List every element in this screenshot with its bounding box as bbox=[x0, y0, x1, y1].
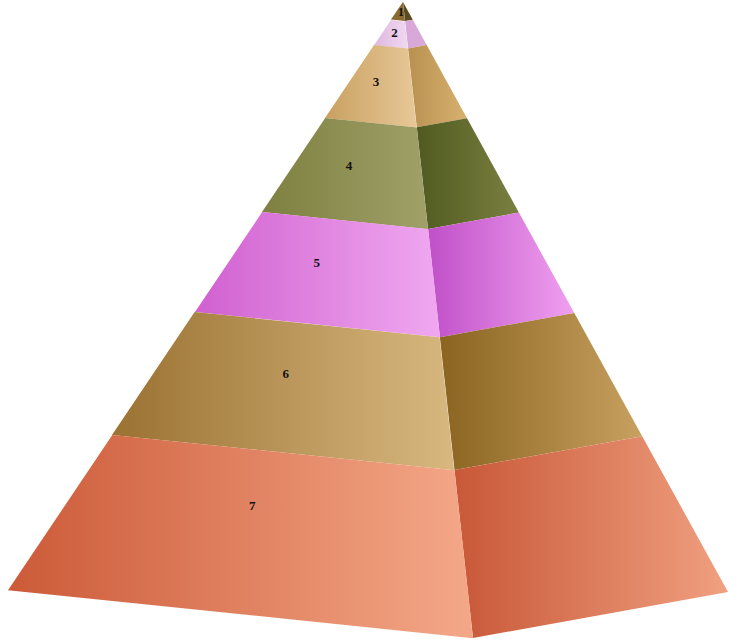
side-band bbox=[408, 45, 467, 127]
band-shape bbox=[262, 118, 428, 229]
band-shape bbox=[8, 435, 473, 638]
band-number: 5 bbox=[314, 255, 321, 268]
band-number: 6 bbox=[282, 367, 289, 380]
side-band bbox=[455, 436, 729, 638]
band-shape bbox=[325, 45, 417, 127]
pyramid-band: 3 bbox=[325, 45, 417, 127]
band-shape bbox=[374, 20, 408, 49]
side-band bbox=[417, 118, 519, 229]
band-face bbox=[8, 435, 473, 638]
band-number: 1 bbox=[398, 7, 404, 19]
band-face bbox=[325, 45, 417, 127]
pyramid-band: 2 bbox=[374, 20, 408, 49]
band-face bbox=[374, 20, 408, 49]
band-number: 4 bbox=[346, 158, 353, 171]
pyramid-band: 1 bbox=[391, 2, 405, 21]
band-number: 2 bbox=[391, 26, 398, 39]
band-number: 3 bbox=[373, 75, 380, 88]
band-face bbox=[262, 118, 428, 229]
pyramid-band: 7 bbox=[8, 435, 473, 638]
side-band bbox=[405, 20, 427, 49]
band-number: 7 bbox=[249, 498, 256, 511]
pyramid-band: 4 bbox=[262, 118, 428, 229]
band-face bbox=[391, 2, 405, 21]
